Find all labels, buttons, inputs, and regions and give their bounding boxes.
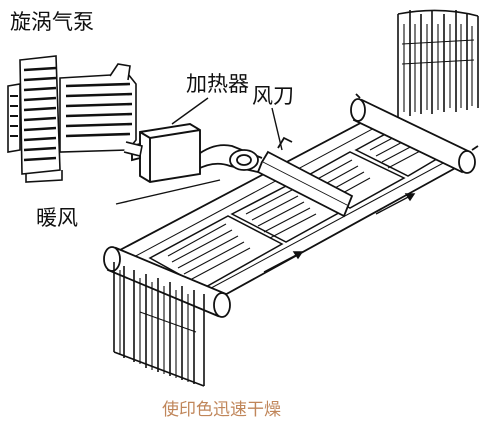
label-air-knife: 风刀 — [252, 84, 294, 108]
motion-arrows — [263, 193, 416, 273]
heater-box — [131, 123, 201, 183]
leader-air-knife — [271, 107, 283, 151]
leader-warm-air — [115, 179, 221, 205]
label-warm-air: 暖风 — [36, 206, 78, 230]
leader-lines — [115, 97, 283, 205]
caption: 使印色迅速干燥 — [162, 400, 281, 420]
right-sheet-stack — [397, 9, 479, 118]
warm-air-duct — [195, 144, 263, 173]
air-knife — [256, 136, 354, 218]
back-roller — [350, 93, 479, 174]
vortex-pump — [7, 55, 143, 183]
conveyor-belt — [119, 117, 471, 303]
left-sheet-stack — [113, 262, 205, 387]
label-heater: 加热器 — [186, 72, 249, 96]
leader-heater — [171, 97, 209, 125]
label-vortex-pump: 旋涡气泵 — [10, 10, 94, 34]
front-roller — [103, 246, 231, 318]
